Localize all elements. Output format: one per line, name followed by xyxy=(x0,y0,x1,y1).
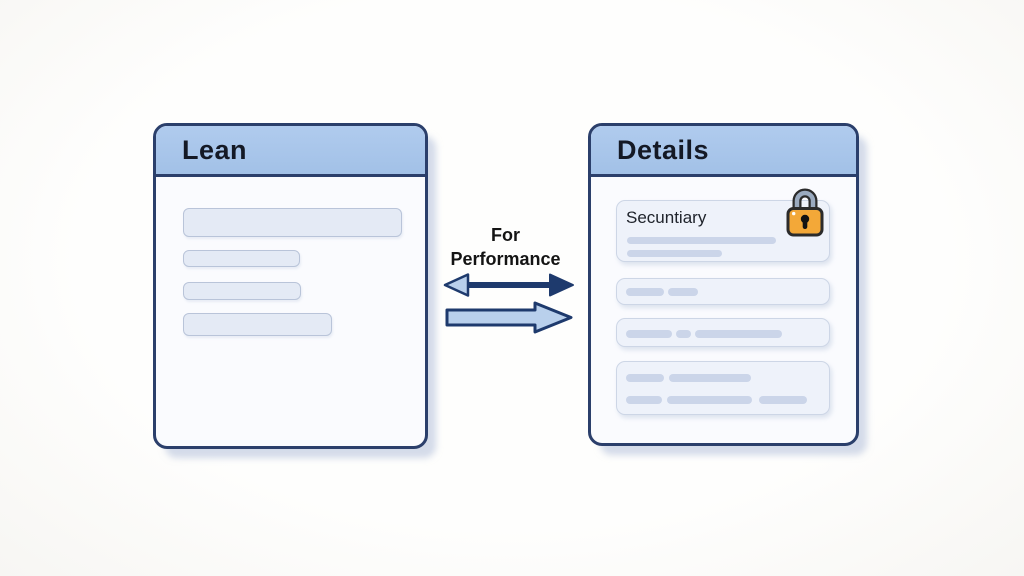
placeholder-bar xyxy=(183,250,300,267)
connector-label-line2: Performance xyxy=(450,249,561,270)
placeholder-bar xyxy=(626,374,664,382)
placeholder-bar xyxy=(626,396,662,404)
placeholder-bar xyxy=(695,330,782,338)
detail-card xyxy=(616,318,830,347)
placeholder-bar xyxy=(626,330,672,338)
detail-card xyxy=(616,361,830,415)
detail-card xyxy=(616,278,830,305)
placeholder-bar xyxy=(183,313,332,336)
right-arrow-icon xyxy=(445,301,573,334)
connector-arrows xyxy=(443,271,575,340)
placeholder-bar xyxy=(669,374,751,382)
lean-panel-title: Lean xyxy=(182,134,248,165)
placeholder-bar xyxy=(183,282,301,300)
connector-label-line1: For xyxy=(491,225,520,245)
details-panel: Details Secuntiary xyxy=(588,123,859,446)
lean-panel-header: Lean xyxy=(156,126,425,177)
placeholder-bar xyxy=(627,250,722,257)
placeholder-bar xyxy=(627,237,776,244)
placeholder-bar xyxy=(183,208,402,237)
connector-label: For Performance xyxy=(433,223,578,272)
details-panel-header: Details xyxy=(591,126,856,177)
placeholder-bar xyxy=(626,288,664,296)
bidirectional-arrow-icon xyxy=(443,273,574,297)
arrow-icons xyxy=(443,273,574,334)
details-panel-title: Details xyxy=(617,134,710,165)
lean-panel: Lean xyxy=(153,123,428,449)
lock-icon xyxy=(785,185,825,238)
secured-card-label: Secuntiary xyxy=(626,208,707,227)
placeholder-bar xyxy=(759,396,807,404)
placeholder-bar xyxy=(667,396,752,404)
placeholder-bar xyxy=(668,288,698,296)
placeholder-bar xyxy=(676,330,691,338)
